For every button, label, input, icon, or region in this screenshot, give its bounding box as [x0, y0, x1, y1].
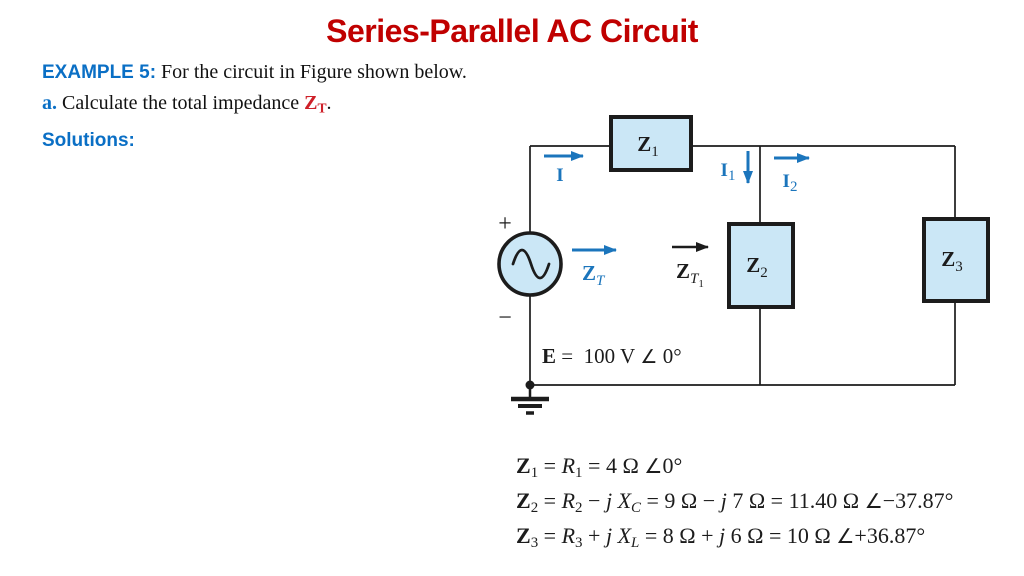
example-text: For the circuit in Figure shown below.	[156, 61, 467, 83]
equation-segment: X	[617, 523, 632, 549]
item-a-text: Calculate the total impedance	[57, 92, 305, 114]
equation-segment: 2	[575, 500, 583, 517]
equation-segment: −	[582, 488, 606, 514]
equation-segment: = 9 Ω −	[641, 488, 721, 514]
impedance-label-zt1: ZT1	[676, 259, 704, 290]
equation-segment: 7 Ω = 11.40 Ω	[732, 488, 865, 514]
equation-segment: Z	[516, 523, 531, 549]
equation-segment: 3	[530, 535, 539, 552]
box-label-z3: Z3	[941, 247, 963, 275]
equation-segment: L	[631, 535, 640, 552]
equation-segment: ∠	[836, 524, 855, 549]
equation-line-z2: Z2 = R2 − j XC = 9 Ω − j 7 Ω = 11.40 Ω ∠…	[516, 487, 953, 522]
equation-segment: ∠	[864, 489, 883, 514]
source-voltage-label: E = 100 V ∠ 0°	[542, 344, 682, 368]
example-label: EXAMPLE 5:	[42, 62, 157, 83]
total-impedance-symbol: Z	[304, 92, 318, 114]
equation-segment: +	[582, 523, 606, 549]
equation-segment: = 8 Ω +	[639, 523, 720, 549]
solutions-label: Solutions:	[42, 130, 135, 151]
equation-segment: j	[605, 488, 618, 514]
equation-segment: 2	[530, 500, 539, 517]
source-plus-sign: +	[498, 211, 512, 237]
equation-segment: j	[605, 523, 618, 549]
equation-line-z1: Z1 = R1 = 4 Ω ∠0°	[516, 452, 953, 487]
current-label-i1: I1	[721, 160, 736, 184]
equation-segment: j	[719, 523, 731, 549]
current-label-i2: I2	[783, 171, 798, 195]
page-title: Series-Parallel AC Circuit	[326, 13, 698, 49]
example-line: EXAMPLE 5: For the circuit in Figure sho…	[42, 61, 467, 84]
sine-wave-icon	[511, 248, 551, 280]
source-minus-sign: −	[498, 305, 512, 331]
equation-segment: =	[538, 523, 562, 549]
equation-segment: 1	[575, 465, 583, 482]
impedance-box-z2	[727, 222, 795, 309]
equation-segment: R	[561, 523, 576, 549]
equation-segment: =	[538, 488, 562, 514]
impedance-label-zt: ZT	[582, 261, 606, 289]
current-label-i: I	[556, 165, 563, 186]
impedance-box-z1	[609, 115, 693, 172]
equation-segment: −37.87°	[882, 488, 954, 514]
box-label-z1: Z1	[637, 132, 659, 160]
equation-segment: j	[720, 488, 733, 514]
item-a-line: a. Calculate the total impedance ZT.	[42, 92, 332, 116]
equation-segment: 1	[530, 465, 539, 482]
equation-segment: =	[538, 453, 562, 478]
equation-segment: ∠	[644, 454, 663, 478]
box-label-z2: Z2	[746, 253, 768, 281]
equation-segment: 3	[575, 535, 583, 552]
item-a-label: a.	[42, 92, 57, 114]
equation-line-z3: Z3 = R3 + j XL = 8 Ω + j 6 Ω = 10 Ω ∠+36…	[516, 522, 953, 557]
equation-segment: R	[561, 488, 576, 514]
impedance-box-z3	[922, 217, 990, 303]
equation-segment: = 4 Ω	[582, 453, 645, 478]
equation-segment: X	[617, 488, 632, 514]
equation-segment: R	[561, 453, 576, 478]
equations-block: Z1 = R1 = 4 Ω ∠0° Z2 = R2 − j XC = 9 Ω −…	[516, 452, 953, 558]
total-impedance-subscript: T	[317, 100, 327, 116]
item-a-period: .	[326, 92, 332, 114]
equation-segment: 0°	[662, 453, 683, 478]
equation-segment: C	[631, 500, 642, 517]
equation-segment: 6 Ω = 10 Ω	[730, 523, 837, 549]
equation-segment: Z	[516, 453, 531, 478]
equation-segment: +36.87°	[854, 523, 926, 549]
equation-segment: Z	[516, 488, 531, 514]
